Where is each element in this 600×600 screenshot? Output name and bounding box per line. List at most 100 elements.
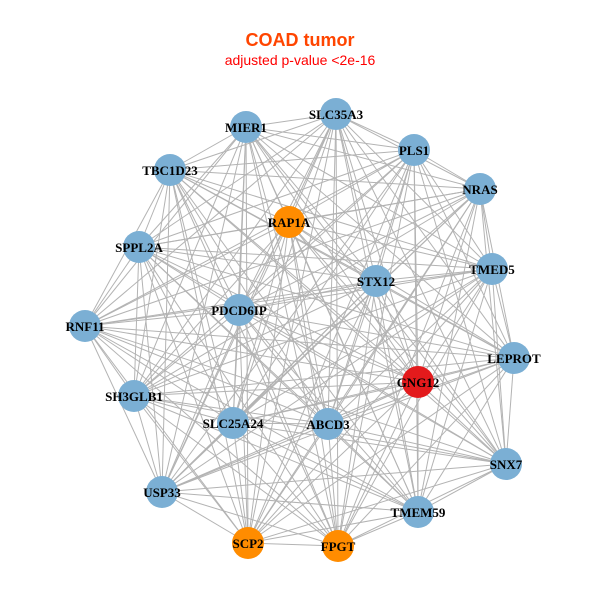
edge-STX12-LEPROT <box>375 280 515 359</box>
edge-SLC35A3-TBC1D23 <box>169 113 337 171</box>
edge-SLC35A3-GNG12 <box>335 113 419 383</box>
edge-PDCD6IP-GNG12 <box>238 309 419 383</box>
edge-GNG12-FPGT <box>337 381 419 547</box>
edge-PLS1-RAP1A <box>288 149 415 223</box>
edge-PDCD6IP-USP33 <box>161 309 240 493</box>
edge-TMED5-STX12 <box>375 268 493 282</box>
edge-RAP1A-SNX7 <box>288 221 507 465</box>
edge-RNF11-USP33 <box>84 325 163 493</box>
edge-MIER1-SCP2 <box>245 126 249 544</box>
edge-SNX7-TMEM59 <box>417 463 507 513</box>
edge-SLC35A3-SNX7 <box>335 113 507 465</box>
node-RAP1A: RAP1A <box>268 206 311 238</box>
edge-PDCD6IP-RNF11 <box>84 309 240 327</box>
node-RNF11: RNF11 <box>66 310 105 342</box>
edge-TMED5-ABCD3 <box>327 268 493 425</box>
edge-SH3GLB1-FPGT <box>133 395 339 547</box>
node-label: NRAS <box>462 182 497 197</box>
edge-TBC1D23-LEPROT <box>169 169 515 359</box>
edge-TBC1D23-USP33 <box>161 169 171 493</box>
node-label: SH3GLB1 <box>105 389 163 404</box>
edge-SLC35A3-LEPROT <box>335 113 515 359</box>
edge-SPPL2A-TMEM59 <box>138 246 419 513</box>
node-circle <box>69 310 101 342</box>
node-circle <box>402 366 434 398</box>
edge-USP33-TMEM59 <box>161 491 419 513</box>
edge-PLS1-PDCD6IP <box>238 149 415 311</box>
node-circle <box>217 407 249 439</box>
edge-TBC1D23-SLC25A24 <box>169 169 234 424</box>
edge-RAP1A-FPGT <box>288 221 339 547</box>
edge-TBC1D23-PDCD6IP <box>169 169 240 311</box>
edge-GNG12-ABCD3 <box>327 381 419 425</box>
edge-MIER1-NRAS <box>245 126 481 190</box>
edge-SPPL2A-STX12 <box>138 246 377 282</box>
edge-NRAS-PDCD6IP <box>238 188 481 311</box>
node-circle <box>320 98 352 130</box>
node-label: USP33 <box>143 485 181 500</box>
edge-TMED5-FPGT <box>337 268 493 547</box>
edge-RAP1A-GNG12 <box>288 221 419 383</box>
edge-RAP1A-USP33 <box>161 221 290 493</box>
edge-SLC35A3-SPPL2A <box>138 113 337 248</box>
node-circle <box>360 265 392 297</box>
node-STX12: STX12 <box>357 265 395 297</box>
edge-STX12-SNX7 <box>375 280 507 465</box>
node-circle <box>312 408 344 440</box>
edge-SH3GLB1-USP33 <box>133 395 163 493</box>
node-label: RAP1A <box>268 215 311 230</box>
edge-GNG12-SH3GLB1 <box>133 381 419 397</box>
edge-RAP1A-STX12 <box>288 221 377 282</box>
node-circle <box>146 476 178 508</box>
edge-TBC1D23-TMED5 <box>169 169 493 270</box>
node-label: TBC1D23 <box>142 163 198 178</box>
node-FPGT: FPGT <box>321 530 356 562</box>
figure-subtitle: adjusted p-value <2e-16 <box>224 52 376 68</box>
edge-NRAS-STX12 <box>375 188 481 282</box>
node-TMED5: TMED5 <box>469 253 515 285</box>
node-label: FPGT <box>321 539 356 554</box>
node-SPPL2A: SPPL2A <box>115 231 163 263</box>
node-NRAS: NRAS <box>462 173 498 205</box>
edge-RAP1A-SH3GLB1 <box>133 221 290 397</box>
edge-SLC35A3-SH3GLB1 <box>133 113 337 397</box>
edge-ABCD3-TMEM59 <box>327 423 419 513</box>
edge-PLS1-LEPROT <box>413 149 515 359</box>
edge-PDCD6IP-LEPROT <box>238 309 515 359</box>
node-circle <box>476 253 508 285</box>
edge-RAP1A-ABCD3 <box>288 221 329 425</box>
edge-TBC1D23-SCP2 <box>169 169 249 544</box>
edge-SPPL2A-SCP2 <box>138 246 249 544</box>
edge-SPPL2A-SLC25A24 <box>138 246 234 424</box>
node-circle <box>273 206 305 238</box>
edge-PLS1-TMEM59 <box>413 149 419 513</box>
node-circle <box>490 448 522 480</box>
node-TBC1D23: TBC1D23 <box>142 154 198 186</box>
edge-RAP1A-PDCD6IP <box>238 221 290 311</box>
edge-SLC25A24-TMEM59 <box>232 422 419 513</box>
node-ABCD3: ABCD3 <box>306 408 350 440</box>
edge-NRAS-SH3GLB1 <box>133 188 481 397</box>
edge-NRAS-USP33 <box>161 188 481 493</box>
edge-SLC35A3-SCP2 <box>247 113 337 544</box>
edge-TMED5-SH3GLB1 <box>133 268 493 397</box>
edge-SLC25A24-USP33 <box>161 422 234 493</box>
node-circle <box>118 380 150 412</box>
node-label: TMED5 <box>469 262 515 277</box>
edge-layer <box>84 113 515 547</box>
node-label: ABCD3 <box>306 417 350 432</box>
edge-NRAS-RNF11 <box>84 188 481 327</box>
edge-RNF11-LEPROT <box>84 325 515 359</box>
edge-ABCD3-SCP2 <box>247 423 329 544</box>
edge-RAP1A-TMED5 <box>288 221 493 270</box>
edge-NRAS-GNG12 <box>417 188 481 383</box>
node-circle <box>230 111 262 143</box>
edge-MIER1-FPGT <box>245 126 339 547</box>
edge-SPPL2A-SNX7 <box>138 246 507 465</box>
edge-NRAS-FPGT <box>337 188 481 547</box>
edge-STX12-TMEM59 <box>375 280 419 513</box>
node-label: MIER1 <box>225 120 267 135</box>
edge-SH3GLB1-SLC25A24 <box>133 395 234 424</box>
